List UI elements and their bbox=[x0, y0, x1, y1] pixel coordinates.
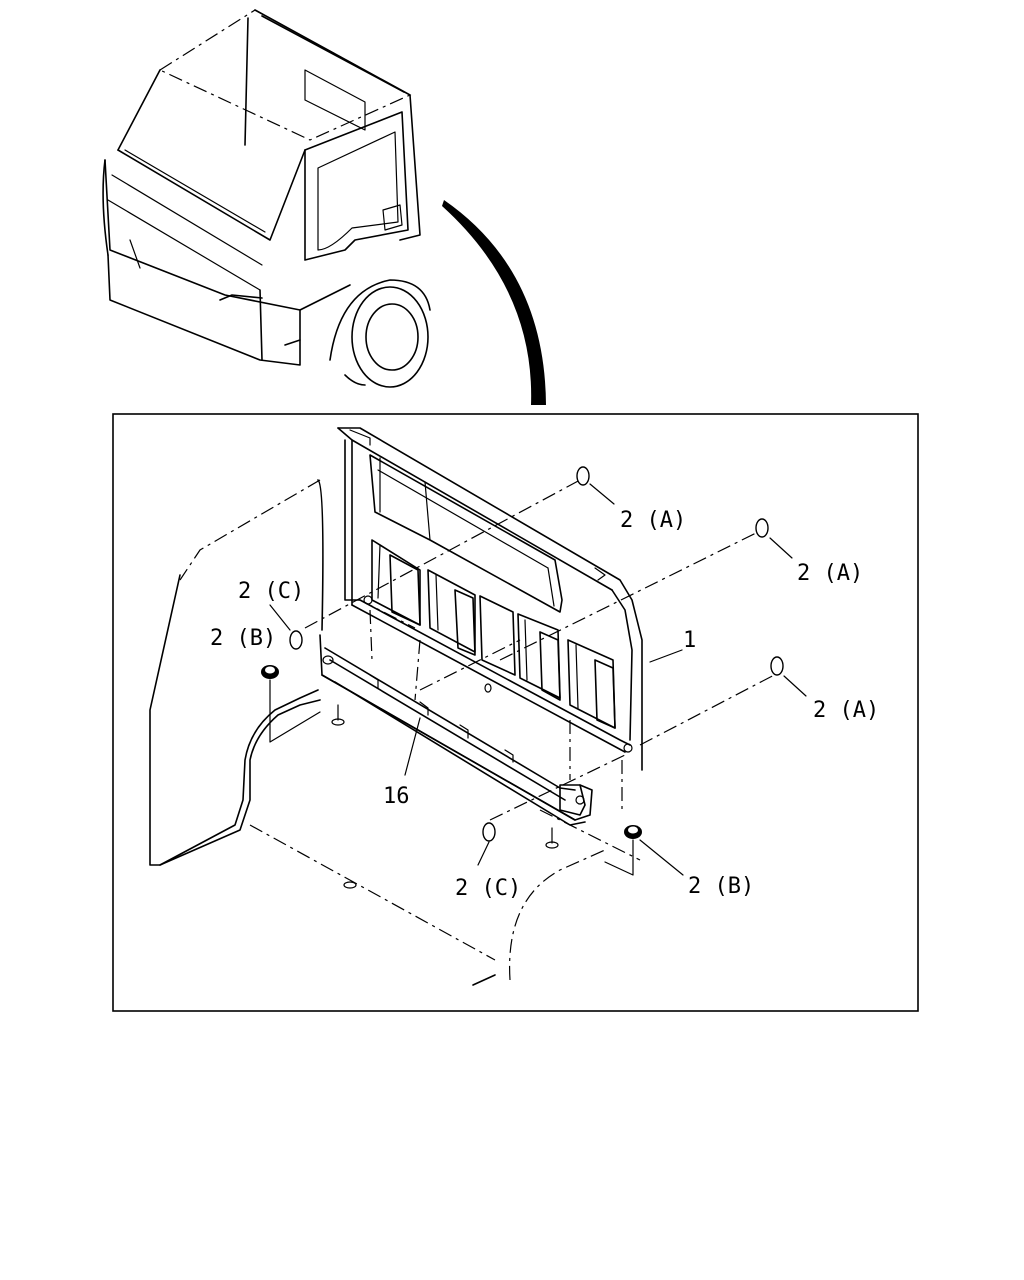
truck-cab-illustration bbox=[102, 9, 431, 388]
fastener-markers bbox=[261, 466, 784, 842]
callout-2a-lower: 2 (A) bbox=[813, 698, 879, 723]
back-panel bbox=[337, 427, 643, 771]
clip-c-bottom-marker bbox=[482, 822, 496, 842]
clip-a1-marker bbox=[576, 466, 590, 486]
callout-part-1: 1 bbox=[683, 628, 696, 653]
grommet-b-left-marker bbox=[261, 665, 279, 679]
callout-2c-left: 2 (C) bbox=[238, 579, 304, 604]
clip-c-left-marker bbox=[289, 630, 303, 650]
callout-leaders bbox=[269, 483, 807, 876]
detail-pointer-arc bbox=[442, 200, 546, 405]
clip-a3-marker bbox=[770, 656, 784, 676]
bottom-rail bbox=[319, 595, 633, 826]
clip-a2-marker bbox=[755, 518, 769, 538]
cab-side-outline bbox=[149, 479, 606, 986]
grommet-b-right-marker bbox=[624, 825, 642, 839]
callout-2b-right: 2 (B) bbox=[688, 874, 754, 899]
assembly-guide-lines bbox=[269, 479, 781, 876]
callout-2a-right: 2 (A) bbox=[797, 561, 863, 586]
callout-2a-top: 2 (A) bbox=[620, 508, 686, 533]
callout-2c-bottom: 2 (C) bbox=[455, 876, 521, 901]
callout-2b-left: 2 (B) bbox=[210, 626, 276, 651]
callout-part-16: 16 bbox=[383, 784, 410, 809]
detail-frame bbox=[112, 413, 919, 1012]
